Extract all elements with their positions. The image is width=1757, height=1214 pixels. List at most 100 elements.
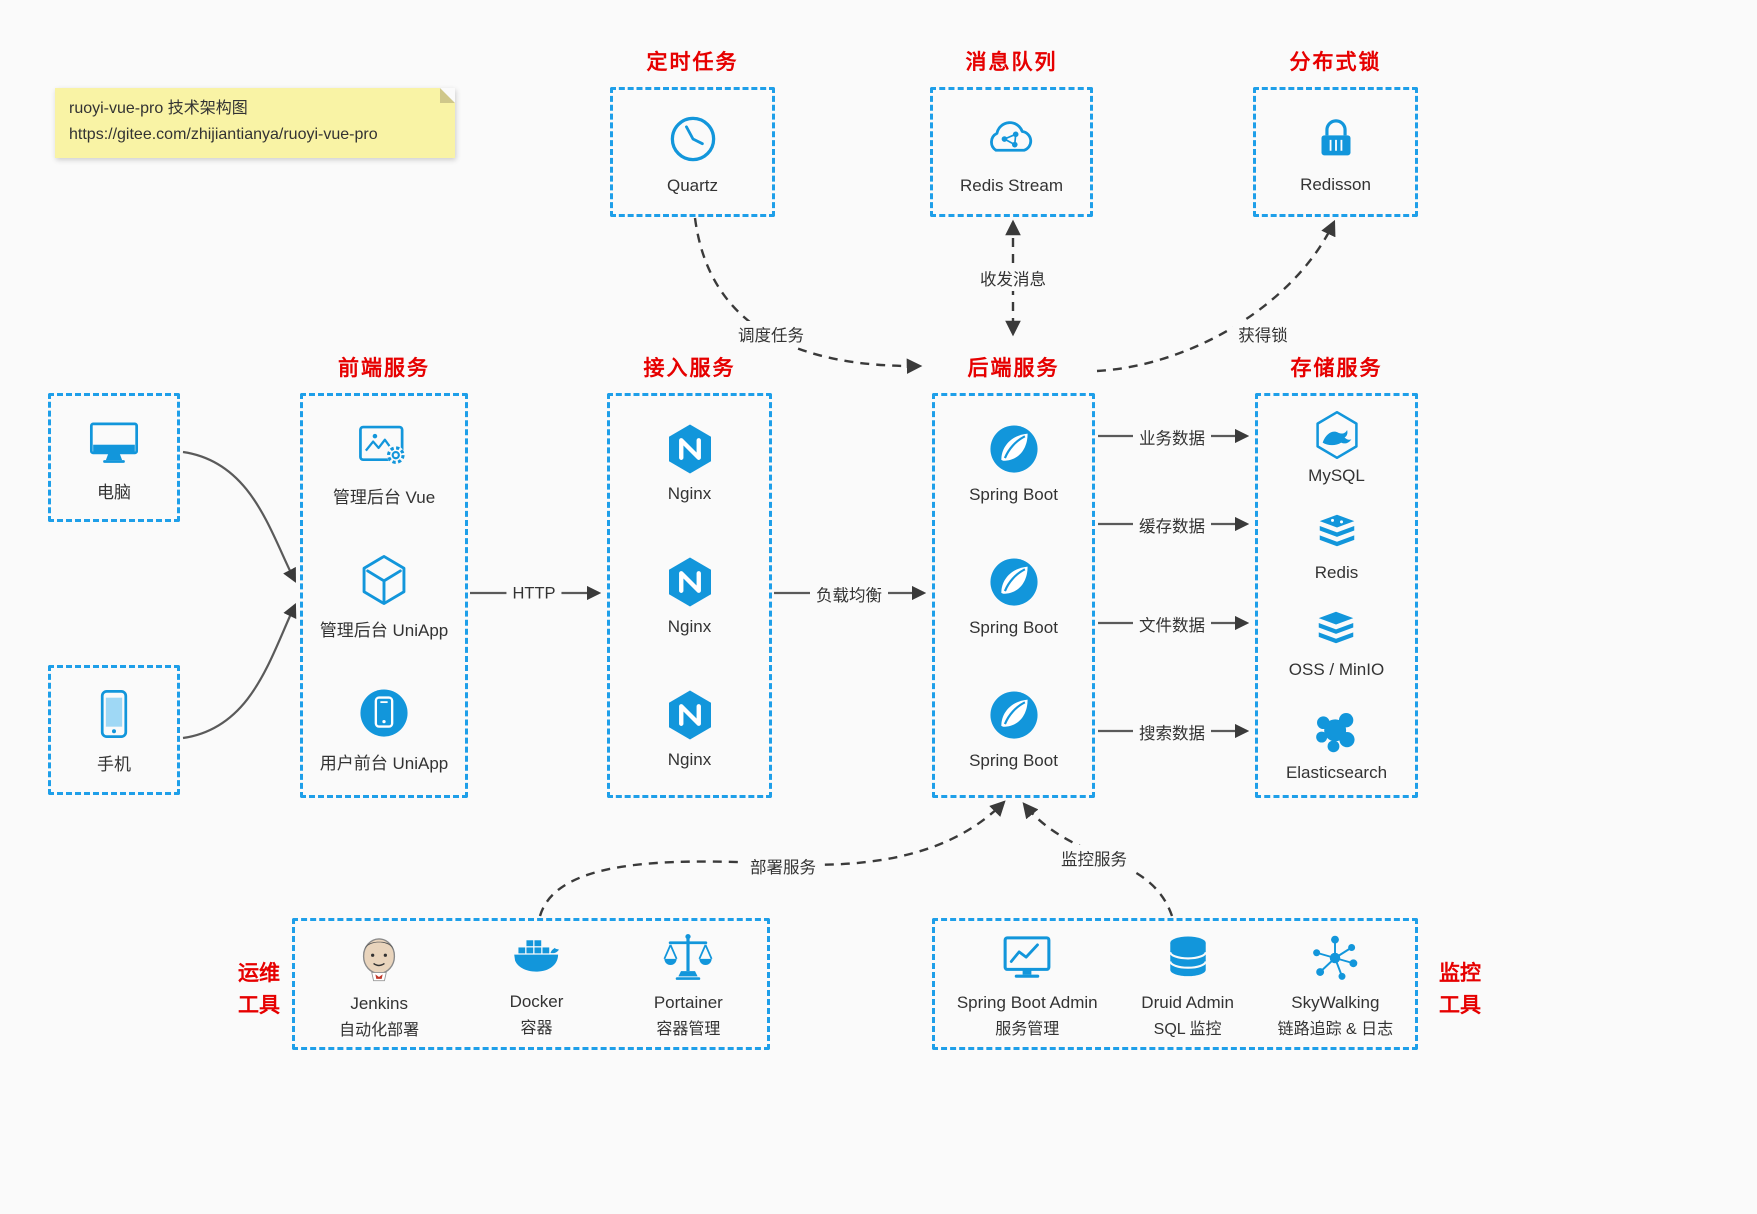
spring-leaf-icon (985, 686, 1043, 744)
tool-desc: 容器 (520, 1019, 553, 1037)
spring-leaf-icon (985, 553, 1043, 611)
scales-icon (660, 930, 716, 986)
tool-desc: 链路追踪 & 日志 (1277, 1020, 1394, 1038)
ops-tools-label-line2: 工具 (238, 993, 280, 1017)
edge-phone-to-frontend (182, 603, 297, 740)
phone-node: 手机 (85, 685, 143, 775)
portainer-tool: Portainer 容器管理 (654, 930, 723, 1039)
distributed-lock-group: 分布式锁 Redisson (1253, 46, 1418, 217)
node-label: MySQL (1308, 466, 1365, 486)
edge-label-search-data: 搜索数据 (1133, 719, 1211, 745)
edge-label-file-data: 文件数据 (1133, 611, 1211, 637)
backend-services-title: 后端服务 (967, 357, 1060, 380)
storage-stack-icon (1309, 608, 1363, 656)
lock-icon (1307, 110, 1365, 168)
monitor-tools-label-line1: 监控 (1439, 962, 1481, 985)
nginx-node: Nginx (662, 421, 718, 504)
redis-node: Redis (1310, 511, 1364, 583)
ops-tools-label: 运维 工具 (236, 958, 282, 1021)
nginx-node: Nginx (662, 554, 718, 637)
node-label: Quartz (666, 175, 719, 195)
note-url: https://gitee.com/zhijiantianya/ruoyi-vu… (69, 126, 378, 144)
elasticsearch-cluster-icon (1309, 705, 1363, 759)
circle-phone-icon (355, 684, 413, 742)
node-label: Nginx (667, 484, 712, 503)
phone-client-box: 手机 (48, 665, 180, 795)
nginx-icon (662, 687, 718, 743)
edge-label-business-data: 业务数据 (1133, 424, 1211, 450)
skywalking-tool: SkyWalking 链路追踪 & 日志 (1277, 930, 1394, 1039)
node-label: 手机 (97, 755, 131, 774)
redis-stream-node: Redis Stream (960, 109, 1063, 196)
node-label: 电脑 (97, 482, 131, 502)
tool-desc: 服务管理 (995, 1020, 1060, 1038)
scheduled-task-title: 定时任务 (646, 51, 739, 74)
node-label: Spring Boot (969, 618, 1058, 637)
edge-label-monitor-service: 监控服务 (1055, 845, 1133, 871)
tool-desc: 容器管理 (656, 1020, 721, 1038)
ops-tools-box: Jenkins 自动化部署 Docker 容器 Portainer 容器管理 (292, 918, 770, 1050)
distributed-lock-box: Redisson (1253, 87, 1418, 217)
druid-admin-tool: Druid Admin SQL 监控 (1141, 930, 1234, 1039)
network-nodes-icon (1307, 930, 1363, 986)
elasticsearch-node: Elasticsearch (1286, 705, 1387, 783)
message-queue-title: 消息队列 (965, 51, 1058, 74)
scheduled-task-group: 定时任务 Quartz (610, 46, 775, 217)
tool-desc: SQL 监控 (1153, 1020, 1222, 1038)
scheduled-task-box: Quartz (610, 87, 775, 217)
node-label: 管理后台 Vue (332, 487, 436, 507)
nginx-icon (662, 554, 718, 610)
mysql-node: MySQL (1308, 408, 1365, 486)
spring-boot-node: Spring Boot (969, 686, 1058, 771)
note: ruoyi-vue-pro 技术架构图 https://gitee.com/zh… (55, 88, 455, 158)
spring-boot-node: Spring Boot (969, 420, 1058, 505)
tool-name: Docker (509, 991, 564, 1011)
monitor-tools-label-line2: 工具 (1439, 993, 1481, 1017)
tool-name: SkyWalking (1291, 992, 1380, 1012)
edge-label-http: HTTP (506, 583, 562, 605)
edge-pc-to-frontend (182, 450, 296, 583)
nginx-icon (662, 421, 718, 477)
database-cylinder-icon (1161, 930, 1215, 986)
access-services-title: 接入服务 (643, 357, 736, 380)
screen-gear-icon (354, 418, 414, 476)
nginx-node: Nginx (662, 687, 718, 770)
edge-label-deploy-service: 部署服务 (744, 853, 822, 879)
desktop-monitor-icon (82, 413, 146, 471)
admin-uniapp-node: 管理后台 UniApp (320, 551, 448, 641)
backend-services-box: Spring Boot Spring Boot Spring Boot (932, 393, 1095, 798)
redis-stack-icon (1310, 511, 1364, 559)
node-label: 管理后台 UniApp (319, 620, 449, 640)
storage-services-group: 存储服务 MySQL Redis OSS / MinIO Elasticsear… (1255, 352, 1418, 798)
docker-tool: Docker 容器 (508, 931, 566, 1038)
spring-boot-node: Spring Boot (969, 553, 1058, 638)
jenkins-butler-icon (350, 929, 408, 987)
pc-node: 电脑 (82, 413, 146, 503)
node-label: Redis (1314, 563, 1359, 583)
node-label: Elasticsearch (1285, 762, 1388, 782)
node-label: Spring Boot (969, 751, 1058, 770)
clock-icon (663, 109, 723, 169)
node-label: Redisson (1300, 174, 1371, 194)
redisson-node: Redisson (1300, 110, 1371, 195)
hexagon-cube-icon (355, 551, 413, 609)
tool-desc: 自动化部署 (339, 1021, 420, 1039)
user-uniapp-node: 用户前台 UniApp (320, 684, 448, 774)
tool-name: Spring Boot Admin (956, 992, 1098, 1012)
note-title: ruoyi-vue-pro 技术架构图 (69, 100, 248, 117)
monitor-tools-label: 监控 工具 (1437, 958, 1483, 1021)
jenkins-tool: Jenkins 自动化部署 (339, 929, 419, 1040)
edge-label-schedule-task: 调度任务 (732, 321, 810, 347)
storage-services-title: 存储服务 (1290, 357, 1383, 380)
monitor-tools-box: Spring Boot Admin 服务管理 Druid Admin SQL 监… (932, 918, 1418, 1050)
node-label: Spring Boot (969, 485, 1058, 504)
tool-name: Jenkins (350, 993, 408, 1013)
admin-vue-node: 管理后台 Vue (333, 418, 435, 508)
edge-label-load-balance: 负载均衡 (810, 581, 888, 607)
quartz-node: Quartz (663, 109, 723, 196)
frontend-services-title: 前端服务 (338, 357, 430, 380)
cloud-network-icon (979, 109, 1043, 169)
oss-minio-node: OSS / MinIO (1289, 608, 1384, 680)
admin-monitor-chart-icon (997, 930, 1057, 986)
